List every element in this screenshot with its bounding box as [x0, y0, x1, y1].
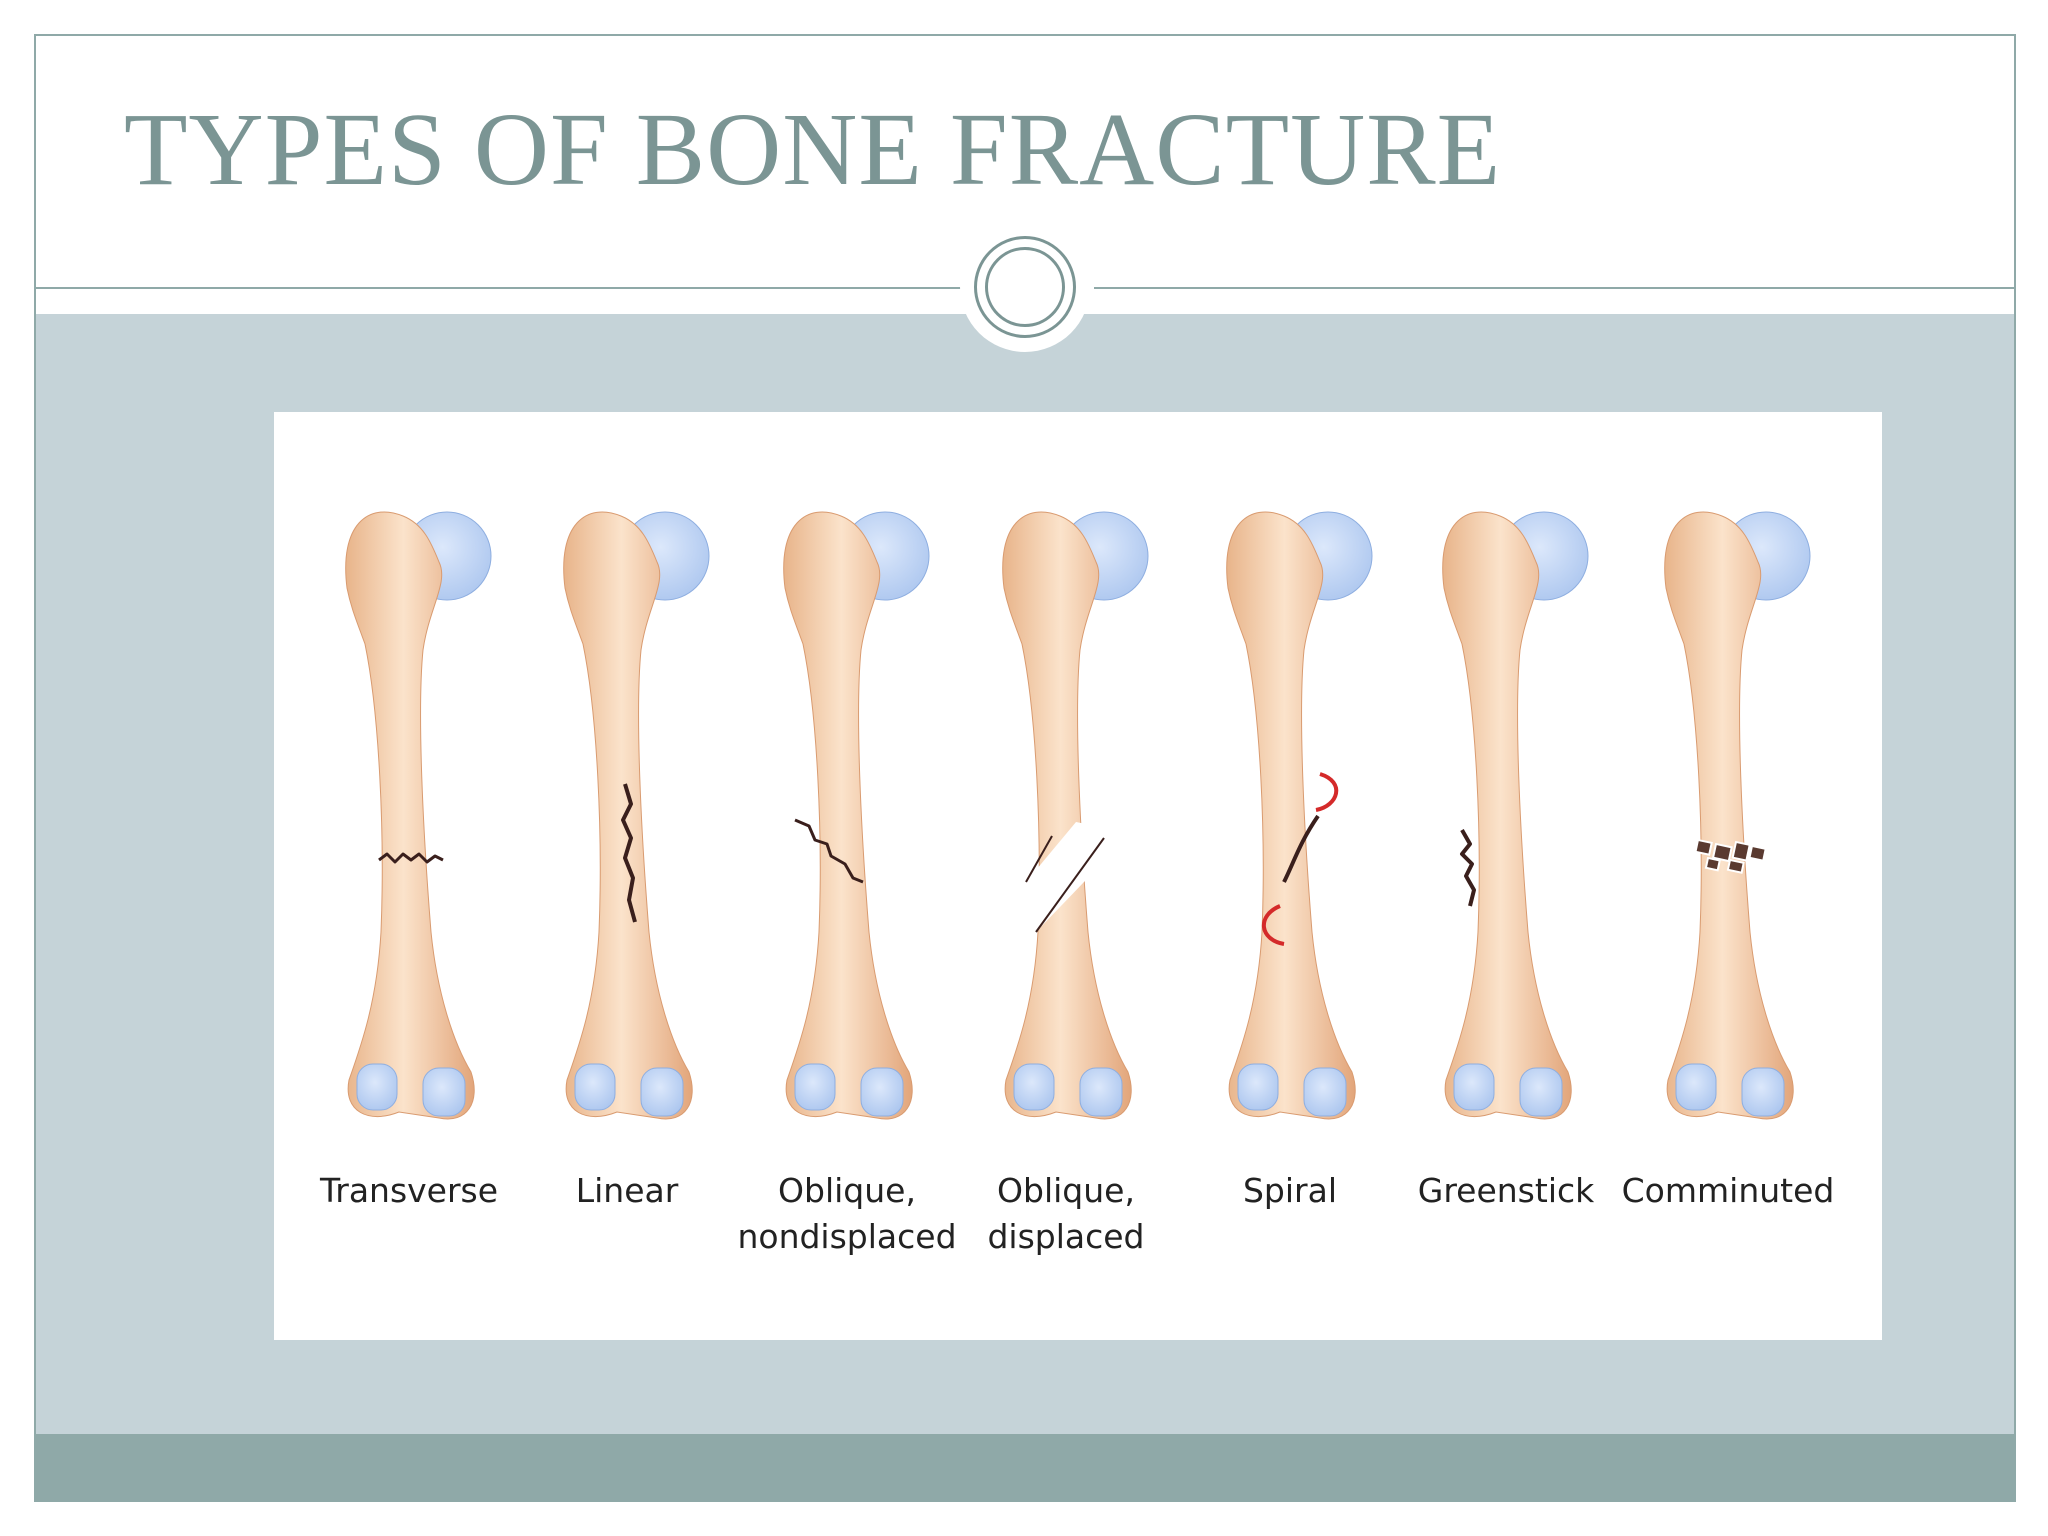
condyle-medial: [1675, 1063, 1717, 1111]
condyle-lateral: [1303, 1067, 1347, 1117]
label-oblique-nondisplaced: Oblique, nondisplaced: [737, 1171, 957, 1256]
condyle-medial: [1453, 1063, 1495, 1111]
rotation-arrow-icon: [1315, 772, 1339, 812]
condyle-lateral: [860, 1067, 904, 1117]
bone-fragment: [1694, 838, 1713, 856]
bone-shaft: [1442, 511, 1572, 1120]
slide: TYPES OF BONE FRACTURE Transverse Linear O…: [34, 34, 2016, 1502]
condyle-lateral: [1079, 1067, 1123, 1117]
title-divider-left: [36, 287, 964, 289]
bone-fragment: [1748, 844, 1767, 862]
bone-greenstick: [1442, 511, 1589, 1120]
bone-spiral: [1226, 511, 1373, 1120]
bone-shaft: [783, 511, 913, 1120]
bone-fragment: [1711, 842, 1733, 863]
fracture-line-transverse: [378, 852, 444, 864]
bone-shaft: [1226, 511, 1356, 1120]
fracture-line-greenstick: [1460, 829, 1476, 907]
bone-fragment: [1731, 840, 1751, 862]
fracture-edge-upper: [1025, 835, 1053, 883]
condyle-lateral: [1741, 1067, 1785, 1117]
bone-shaft: [1664, 511, 1794, 1120]
label-transverse: Transverse: [319, 1171, 499, 1210]
bones-svg: [345, 511, 1811, 1120]
bone-fragment: [1704, 856, 1721, 872]
condyle-lateral: [422, 1067, 466, 1117]
label-linear: Linear: [575, 1171, 679, 1210]
fracture-line-oblique: [794, 818, 864, 884]
condyle-medial: [1237, 1063, 1279, 1111]
bone-oblique-displaced: [1002, 511, 1149, 1120]
footer-band: [36, 1434, 2014, 1500]
label-spiral: Spiral: [1242, 1171, 1338, 1210]
bone-shaft: [345, 511, 475, 1120]
fracture-line-linear: [621, 783, 637, 923]
condyle-medial: [794, 1063, 836, 1111]
label-comminuted: Comminuted: [1621, 1171, 1835, 1210]
condyle-lateral: [1519, 1067, 1563, 1117]
label-greenstick: Greenstick: [1417, 1171, 1595, 1210]
bone-shaft: [1002, 511, 1132, 1120]
bone-shaft: [563, 511, 693, 1120]
condyle-medial: [356, 1063, 398, 1111]
bone-oblique-nondisplaced: [783, 511, 930, 1120]
condyle-lateral: [640, 1067, 684, 1117]
fracture-illustration: Transverse Linear Oblique, nondisplaced Obl…: [274, 412, 1882, 1340]
bone-transverse: [345, 511, 492, 1120]
bone-fragment: [1726, 858, 1745, 874]
fracture-line-spiral: [1282, 814, 1320, 883]
rotation-arrow-icon: [1261, 904, 1285, 946]
fracture-edge-lower: [1035, 837, 1105, 933]
circle-ornament-icon: [974, 236, 1076, 338]
bone-linear: [563, 511, 710, 1120]
slide-title: TYPES OF BONE FRACTURE: [124, 92, 1502, 207]
bone-comminuted: [1664, 511, 1811, 1120]
condyle-medial: [574, 1063, 616, 1111]
title-divider-right: [1094, 287, 2014, 289]
label-oblique-displaced: Oblique, displaced: [987, 1171, 1145, 1256]
condyle-medial: [1013, 1063, 1055, 1111]
